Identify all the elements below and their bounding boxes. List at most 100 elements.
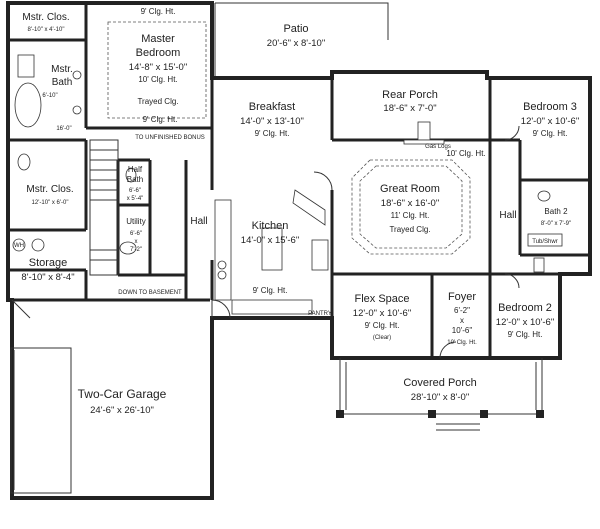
room-name: Flex Space: [354, 293, 409, 305]
room-dims: 12'-0" x 10'-6": [521, 116, 579, 127]
room-master-bedroom: Master Bedroom 14'-8" x 15'-0" 10' Clg. …: [129, 33, 187, 106]
room-name: Patio: [283, 23, 308, 35]
room-name: Utility: [126, 217, 146, 226]
shower-icon: [17, 54, 35, 78]
room-name: Covered Porch: [403, 377, 476, 389]
porch-column: [428, 410, 436, 418]
room-ceiling: 9' Clg. Ht.: [253, 286, 288, 295]
room-patio: Patio 20'-6" x 8'-10": [267, 23, 325, 49]
room-name: Great Room: [380, 183, 440, 195]
room-name: Bath 2: [544, 207, 568, 216]
room-dims: 12'-0" x 10'-6": [496, 317, 554, 328]
room-mstr-clos-mid: Mstr. Clos. 12'-10" x 6'-0": [26, 184, 73, 206]
room-name: Foyer: [448, 291, 476, 303]
room-name: Rear Porch: [382, 89, 438, 101]
pantry-label: PANTRY: [308, 311, 332, 317]
master-tray-ceiling: [107, 21, 207, 119]
room-dims: 8'-10" x 4'-10": [28, 27, 65, 33]
room-garage: Two-Car Garage 24'-6" x 26'-10": [78, 387, 167, 416]
room-dims-3: 7'-2": [130, 247, 142, 253]
room-dims: 14'-8" x 15'-0": [129, 62, 187, 73]
room-covered-porch: Covered Porch 28'-10" x 8'-0": [403, 377, 476, 403]
room-ceiling-note: Trayed Clg.: [389, 225, 430, 234]
tub-icon: [14, 82, 42, 128]
great-room-tray-ceiling: [351, 159, 471, 255]
porch-column: [480, 410, 488, 418]
room-name: Half: [128, 165, 143, 174]
room-bedroom3: Bedroom 3 12'-0" x 10'-6" 9' Clg. Ht.: [521, 101, 579, 138]
room-storage: Storage 8'-10" x 8'-4": [21, 257, 74, 283]
hall-label-left: Hall: [190, 216, 207, 227]
doors: [11, 125, 520, 359]
bath-fixtures: [12, 54, 563, 273]
room-name: Master: [141, 33, 175, 45]
room-name: Mstr. Clos.: [26, 184, 73, 195]
room-bedroom2: Bedroom 2 12'-0" x 10'-6" 9' Clg. Ht.: [496, 302, 554, 339]
hall-label-right: Hall: [499, 210, 516, 221]
covered-porch-outline: [336, 358, 544, 431]
room-dims: 6'-2": [454, 306, 470, 315]
room-name-line2: Bedroom: [136, 47, 181, 59]
basement-note: DOWN TO BASEMENT: [118, 290, 182, 296]
room-ceiling: 10' Clg. Ht.: [138, 75, 177, 84]
room-dims: 8'-10" x 8'-4": [21, 272, 74, 283]
room-dims: 24'-6" x 26'-10": [90, 405, 154, 416]
room-name: Kitchen: [252, 220, 289, 232]
room-ceiling: 9' Clg. Ht.: [508, 330, 543, 339]
room-dims: 8'-0" x 7'-9": [541, 221, 571, 227]
room-dims-side: 6'-10": [42, 93, 57, 99]
room-dims: 20'-6" x 8'-10": [267, 38, 325, 49]
room-dims: 18'-6" x 16'-0": [381, 198, 439, 209]
room-dims-2: x: [460, 316, 464, 325]
room-dims: 12'-10" x 6'-0": [32, 200, 69, 206]
room-name: Storage: [29, 257, 68, 269]
room-dims: 6'-6": [130, 231, 142, 237]
room-half-bath: Half Bath 6'-6" x 5'-4": [127, 165, 144, 202]
room-name: Mstr.: [51, 64, 73, 75]
room-dims: 16'-0": [56, 126, 71, 132]
room-ceiling: 10' Clg. Ht.: [447, 340, 477, 346]
porch-column: [336, 410, 344, 418]
interior-walls: [8, 3, 590, 358]
water-heater-icon: [12, 238, 26, 252]
room-dims-3: 10'-6": [452, 326, 473, 335]
room-name: Breakfast: [249, 101, 295, 113]
porch-column: [536, 410, 544, 418]
room-dims: 14'-0" x 13'-10": [240, 116, 304, 127]
exterior-walls: [6, 1, 592, 500]
room-dims: 6'-6": [129, 188, 141, 194]
room-kitchen: Kitchen 14'-0" x 15'-6" 9' Clg. Ht.: [241, 220, 299, 295]
room-name: Bedroom 3: [523, 101, 577, 113]
stairs: [89, 139, 119, 276]
room-name: Two-Car Garage: [78, 387, 167, 401]
room-dims: 18'-6" x 7'-0": [383, 103, 436, 114]
room-dims: 12'-0" x 10'-6": [353, 308, 411, 319]
room-dims: 28'-10" x 8'-0": [411, 392, 469, 403]
room-mstr-bath: Mstr. Bath 16'-0" 6'-10": [42, 64, 72, 132]
room-ceiling: 11' Clg. Ht.: [391, 211, 430, 220]
ceiling-note: 9' Clg. Ht.: [141, 7, 176, 16]
room-dims-2: x: [135, 239, 138, 245]
room-great-room: Great Room 18'-6" x 16'-0" 11' Clg. Ht. …: [380, 183, 440, 234]
ceiling-note: 10' Clg. Ht.: [446, 149, 485, 158]
room-breakfast: Breakfast 14'-0" x 13'-10" 9' Clg. Ht.: [240, 101, 304, 138]
room-note: (Clear): [373, 335, 391, 341]
room-dims: 14'-0" x 15'-6": [241, 235, 299, 246]
garage-door: [10, 347, 72, 494]
great-room-tray-inner: [359, 165, 463, 249]
room-name: Mstr. Clos.: [22, 12, 69, 23]
room-name: Bedroom 2: [498, 302, 552, 314]
room-ceiling-note: Trayed Clg.: [137, 97, 178, 106]
room-utility: Utility 6'-6" x 7'-2": [126, 217, 146, 253]
patio-outline: [214, 2, 389, 76]
room-name-line2: Bath: [52, 77, 73, 88]
room-rear-porch: Rear Porch 18'-6" x 7'-0": [382, 89, 438, 114]
water-heater-label: WH: [14, 243, 24, 249]
ceiling-note: 9' Clg. Ht.: [143, 115, 178, 124]
room-bath2: Bath 2 8'-0" x 7'-9" Tub/Shwr: [532, 207, 571, 245]
tub-shower-label: Tub/Shwr: [532, 239, 557, 245]
gas-logs-label: Gas Logs: [425, 144, 451, 150]
room-dims-2: x 5'-4": [127, 196, 144, 202]
room-mstr-clos-top: Mstr. Clos. 8'-10" x 4'-10": [22, 12, 69, 33]
